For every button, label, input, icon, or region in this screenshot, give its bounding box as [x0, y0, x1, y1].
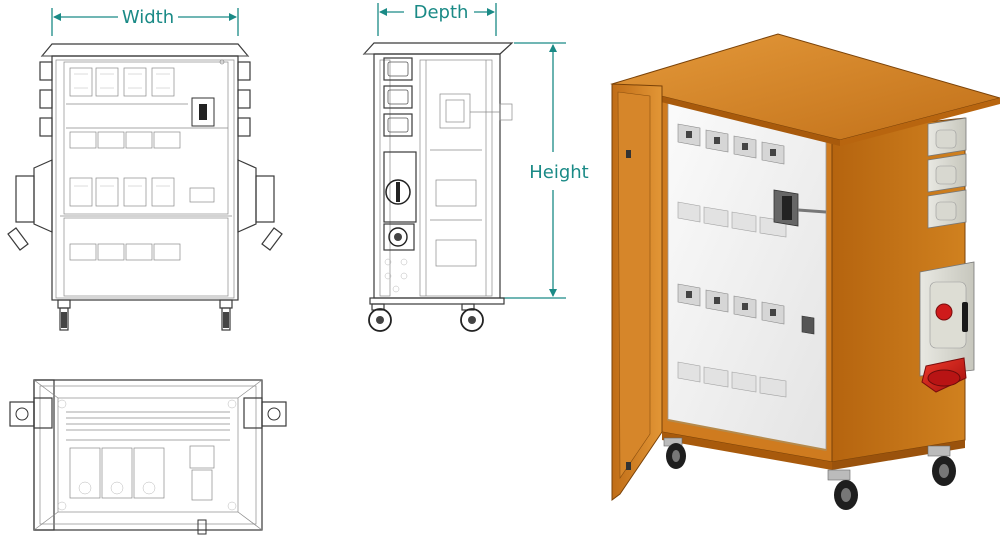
blank-row-bottom — [677, 361, 787, 398]
width-label: Width — [122, 7, 174, 28]
open-door — [611, 83, 663, 501]
depth-dimension — [377, 3, 497, 36]
width-dimension — [51, 8, 239, 36]
wheels — [663, 437, 956, 510]
side-sockets — [927, 117, 967, 229]
top-view — [9, 379, 287, 535]
side-view: Depth Height — [362, 2, 589, 332]
breaker-row-bottom — [677, 283, 815, 335]
isolator-switch — [773, 189, 827, 227]
front-view: Width — [7, 7, 283, 331]
cabinet-3d-render — [610, 33, 1000, 510]
breaker-row-top — [677, 123, 785, 165]
height-dimension — [500, 42, 566, 299]
depth-label: Depth — [414, 2, 469, 23]
power-socket-box — [919, 261, 975, 393]
height-label: Height — [529, 162, 589, 183]
